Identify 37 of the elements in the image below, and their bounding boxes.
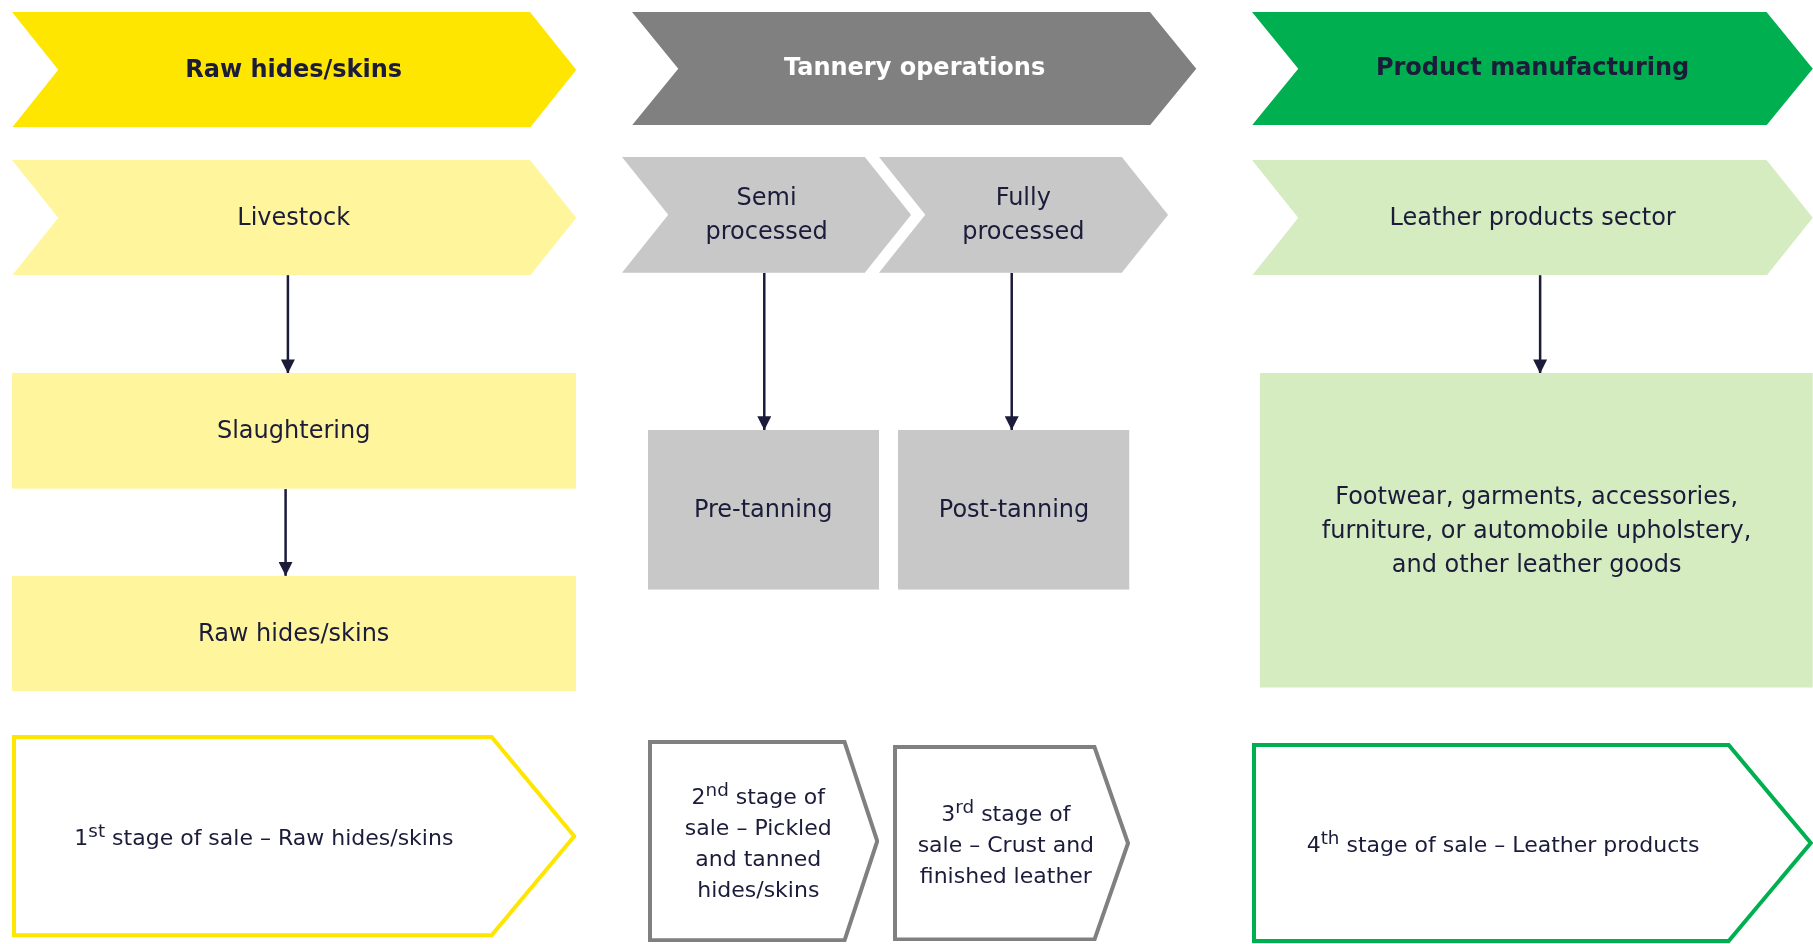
stage-header-banner [11, 11, 576, 128]
step-label: Livestock [237, 201, 351, 233]
step-label: Raw hides/skins [198, 617, 390, 649]
arrow [278, 489, 293, 576]
step-label: Fully processed [961, 182, 1086, 248]
sale-stage-banner [647, 740, 879, 943]
step-label: 4$^{th}$ stage of sale – Leather products [1306, 826, 1700, 860]
process-box [898, 430, 1130, 590]
stage-heading: Tannery operations [783, 52, 1046, 84]
sale-stage-banner [11, 735, 576, 938]
sale-stage-banner [892, 744, 1130, 942]
stage-header-banner [1252, 11, 1813, 125]
arrow [280, 275, 295, 374]
step-banner [878, 157, 1168, 273]
step-label: 1$^{st}$ stage of sale – Raw hides/skins [74, 819, 454, 853]
step-label: 3$^{rd}$ stage of sale – Crust and finished leather [917, 795, 1095, 890]
process-box [647, 430, 879, 590]
step-label: Leather products sector [1389, 201, 1676, 233]
step-label: Slaughtering [216, 415, 371, 447]
arrow [1533, 275, 1548, 374]
arrow [1004, 272, 1019, 431]
step-banner [622, 157, 912, 273]
stage-header-banner [632, 11, 1197, 125]
stage-heading: Product manufacturing [1375, 52, 1690, 84]
stage-heading: Raw hides/skins [185, 53, 403, 85]
sale-stage-banner [1252, 743, 1813, 944]
step-banner [11, 159, 576, 276]
step-label: 2$^{nd}$ stage of sale – Pickled and tanned hides/skins [683, 777, 833, 904]
step-banner [1252, 159, 1813, 276]
step-label: Pre-tanning [693, 494, 833, 526]
step-label: Footwear, garments, accessories, furniture, or automobile upholstery, and other leather goods [1320, 481, 1753, 580]
step-label: Post-tanning [938, 494, 1090, 526]
process-box [1260, 373, 1813, 688]
step-label: Semi processed [704, 182, 829, 248]
process-box [11, 575, 576, 692]
process-box [11, 373, 576, 490]
arrow [757, 272, 772, 431]
